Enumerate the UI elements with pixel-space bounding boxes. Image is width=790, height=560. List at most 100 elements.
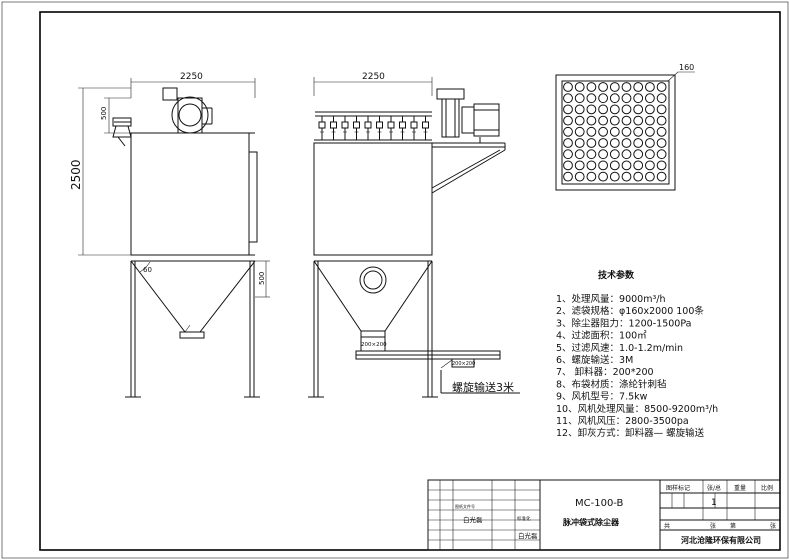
bag-hole: [586, 82, 597, 92]
dim-2500: 2500: [69, 159, 83, 190]
bag-hole: [633, 138, 644, 148]
bag-hole: [574, 93, 585, 104]
bag-hole: [563, 93, 573, 104]
pulse-valve: [399, 116, 406, 140]
bag-hole: [633, 115, 644, 126]
bag-hole: [656, 115, 667, 126]
tb-designer-2: 白光磊: [518, 531, 538, 540]
front-view: 2250 200×200: [308, 72, 520, 398]
pulse-valve: [376, 116, 383, 140]
bag-hole: [621, 149, 632, 160]
bag-hole: [656, 126, 667, 137]
bag-hole: [563, 149, 573, 160]
spec-item: 2、滤袋规格：φ160x2000 100条: [556, 305, 704, 317]
tb-small-label-2: 标准化: [517, 515, 531, 522]
bag-hole: [621, 93, 632, 104]
bag-hole: [598, 93, 608, 104]
bag-hole: [633, 149, 644, 160]
bag-hole: [656, 160, 667, 171]
bag-hole: [598, 126, 608, 137]
tb-footer-1: 张: [710, 522, 716, 530]
bag-hole: [563, 138, 573, 148]
tb-designer-1: 白光磊: [463, 515, 483, 524]
pulse-valve: [353, 116, 360, 140]
spec-item: 6、螺旋输送：3M: [556, 354, 633, 366]
bag-hole: [609, 104, 620, 115]
bag-hole: [645, 160, 655, 171]
bag-hole: [563, 126, 573, 137]
spec-item: 5、过滤风速：1.0-1.2m/min: [556, 342, 683, 354]
pulse-valve: [410, 116, 418, 140]
bag-hole: [633, 160, 644, 171]
bag-hole: [633, 171, 644, 182]
dim-160: 160: [679, 63, 694, 72]
bag-hole: [645, 82, 655, 92]
bag-hole: [574, 104, 585, 115]
bag-hole: [621, 82, 632, 92]
flange-200-a: 200×200: [361, 342, 387, 348]
bag-hole: [586, 115, 597, 126]
spec-item: 10、风机处理风量：8500-9200m³/h: [556, 403, 718, 415]
bag-hole: [645, 149, 655, 160]
bag-hole: [621, 171, 632, 182]
pulse-valve: [330, 116, 337, 140]
bag-hole: [586, 93, 597, 104]
bag-hole: [598, 138, 608, 148]
bag-hole: [645, 126, 655, 137]
bag-hole: [633, 82, 644, 92]
bag-hole: [609, 93, 620, 104]
tb-small-label-1: 图纸文件号: [455, 503, 475, 509]
bag-hole: [645, 104, 655, 115]
tb-footer-2: 第: [730, 522, 736, 530]
bag-hole: [621, 160, 632, 171]
tb-header-0: 图样标记: [666, 484, 690, 492]
bag-hole: [586, 126, 597, 137]
bag-hole: [633, 126, 644, 137]
bag-hole: [609, 115, 620, 126]
bag-hole: [656, 149, 667, 160]
title-block: 白光磊 白光磊 图纸文件号 标准化 MC-100-B 脉冲袋式除尘器 图样标记 …: [427, 479, 781, 551]
bag-hole: [645, 115, 655, 126]
inner-border: [39, 11, 781, 551]
bag-hole: [574, 138, 585, 148]
bag-hole: [656, 82, 667, 92]
bag-hole: [633, 93, 644, 104]
specs-title: 技术参数: [598, 269, 635, 281]
spec-item: 8、布袋材质：涤纶针刺毡: [556, 378, 667, 390]
tb-sheet-no: 1: [711, 498, 717, 508]
screw-note: 螺旋输送3米: [452, 380, 514, 394]
spec-item: 12、卸灰方式：卸料器— 螺旋输送: [556, 427, 705, 439]
bag-hole: [574, 171, 585, 182]
bag-hole: [645, 171, 655, 182]
bag-hole: [586, 171, 597, 182]
bag-hole: [609, 82, 620, 92]
bag-hole: [609, 138, 620, 148]
bag-hole: [574, 115, 585, 126]
side-view: 2250 500 2500 60: [69, 72, 270, 398]
bag-hole: [574, 149, 585, 160]
dim-2250-front: 2250: [362, 72, 385, 82]
tb-footer-3: 张: [770, 522, 776, 530]
bag-hole: [609, 126, 620, 137]
bag-hole: [574, 160, 585, 171]
pulse-valve: [364, 116, 372, 140]
bag-hole: [609, 149, 620, 160]
bag-hole: [563, 171, 573, 182]
bag-hole: [586, 104, 597, 115]
tb-header-1: 张/总: [707, 484, 721, 492]
bag-hole: [609, 160, 620, 171]
bag-hole: [621, 104, 632, 115]
tb-footer-0: 共: [664, 522, 670, 530]
bag-hole: [645, 138, 655, 148]
bag-hole: [586, 138, 597, 148]
bag-hole: [656, 93, 667, 104]
dim-500-hopper: 500: [258, 272, 266, 285]
bag-hole: [621, 138, 632, 148]
bag-hole: [598, 149, 608, 160]
tb-header-2: 重量: [734, 484, 746, 492]
spec-item: 7、 卸料器：200*200: [556, 366, 654, 378]
bag-hole: [563, 104, 573, 115]
tb-header-3: 比例: [761, 484, 773, 492]
